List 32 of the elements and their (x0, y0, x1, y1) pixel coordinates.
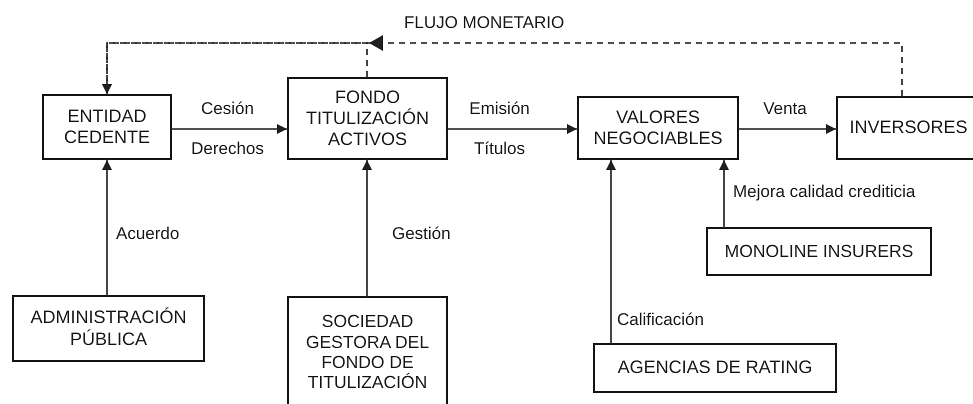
edge-label: Acuerdo (116, 224, 180, 244)
process-box (836, 96, 973, 160)
edge-label: Gestión (392, 224, 452, 244)
arrow (739, 124, 836, 134)
edge-label: Cesión Derechos (190, 98, 265, 160)
arrow (719, 160, 729, 227)
box-label: FONDO TITULIZACIÓN ACTIVOS (304, 86, 430, 150)
process-box (42, 94, 172, 160)
box-label: ADMINISTRACIÓN PÚBLICA (29, 307, 188, 350)
process-box (706, 227, 932, 276)
box-label: VALORES NEGOCIABLES (592, 106, 724, 150)
dashed-arrow (102, 42, 368, 94)
edge-label: Venta (762, 99, 808, 119)
process-box (593, 343, 837, 393)
box-label: AGENCIAS DE RATING (618, 357, 812, 379)
box-label: MONOLINE INSURERS (724, 241, 914, 262)
arrow (606, 160, 616, 343)
box-label: INVERSORES (849, 117, 968, 139)
arrow (362, 160, 372, 296)
arrow (172, 124, 287, 134)
edge-label: Mejora calidad crediticia (733, 182, 916, 202)
edge-label: FLUJO MONETARIO (404, 13, 566, 33)
edge-label: Emisión Títulos (468, 98, 531, 160)
process-box (287, 77, 448, 160)
process-box (577, 96, 739, 160)
edge-label: Calificación (617, 310, 705, 330)
process-box (12, 295, 205, 362)
arrow (448, 124, 577, 134)
box-label: ENTIDAD CEDENTE (62, 106, 151, 148)
arrow (102, 160, 112, 295)
process-box (287, 296, 448, 404)
box-label: SOCIEDAD GESTORA DEL FONDO DE TITULIZACIÓN (304, 311, 430, 393)
